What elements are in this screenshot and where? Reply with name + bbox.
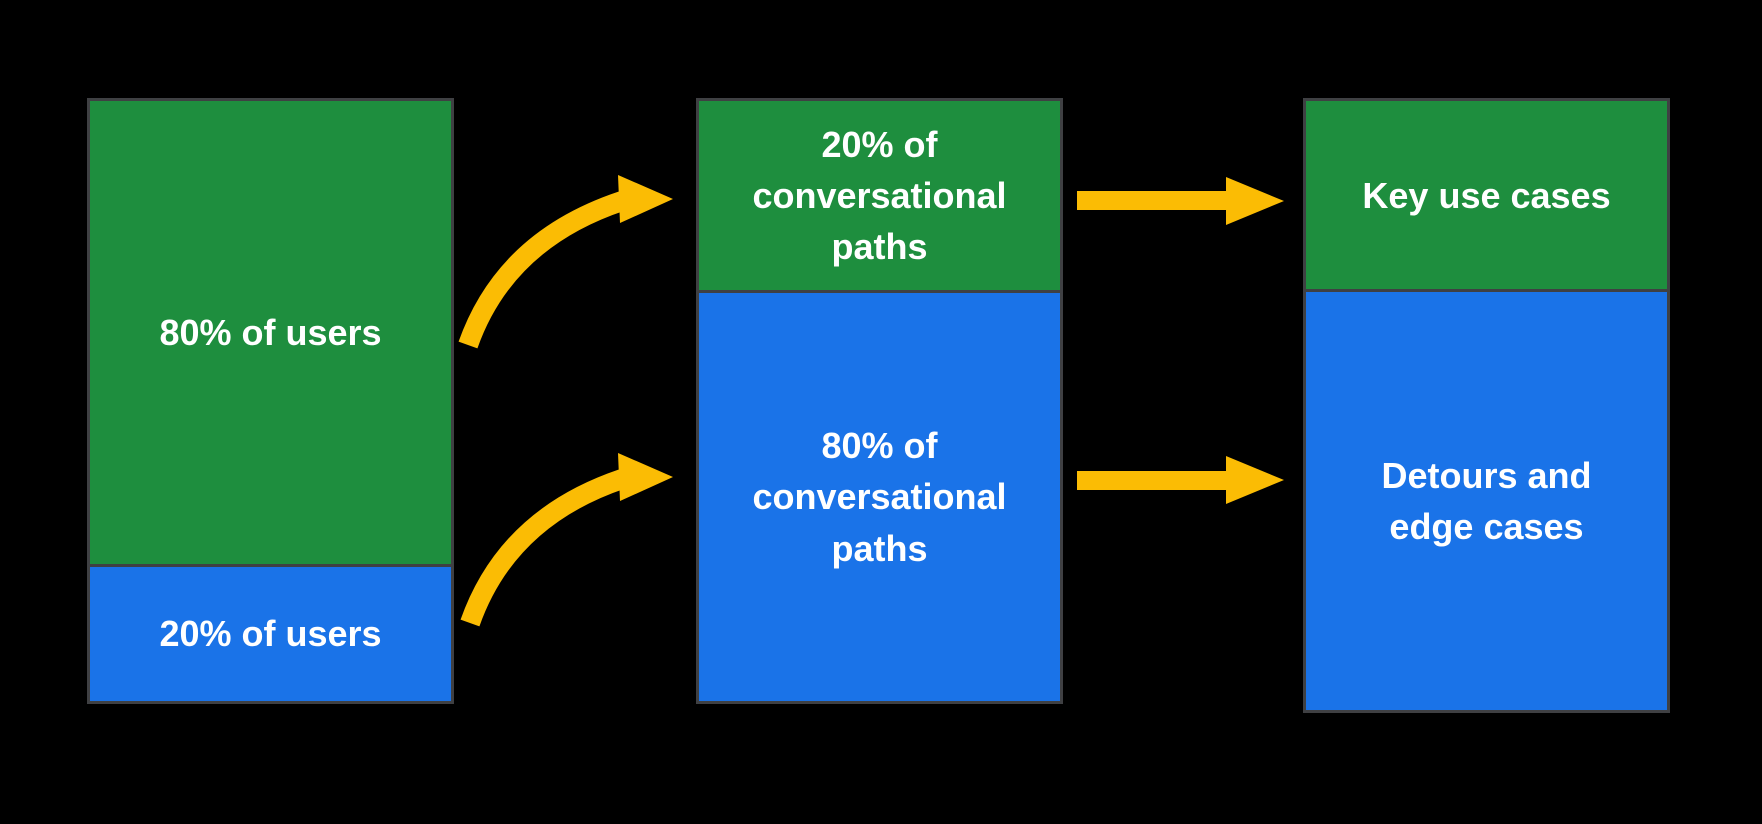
users-80-segment: 80% of users: [90, 101, 451, 564]
users-20-label: 20% of users: [159, 613, 382, 655]
key-use-cases-segment: Key use cases: [1306, 101, 1667, 290]
straight-arrow-shaft: [1077, 191, 1229, 210]
users-80-label: 80% of users: [159, 311, 382, 353]
straight-arrow-head: [1226, 456, 1284, 504]
curved-arrow-shaft: [458, 191, 626, 349]
curved-arrow-head: [618, 453, 673, 501]
curved-arrow-shaft: [460, 469, 626, 627]
curved-arrow-users80-to-paths20: [458, 175, 673, 349]
curved-arrow-users20-to-paths80: [460, 453, 673, 627]
users-bar: 80% of users 20% of users: [87, 98, 454, 704]
straight-arrow-paths20-to-keyusecases: [1077, 177, 1284, 225]
straight-arrow-head: [1226, 177, 1284, 225]
curved-arrow-head: [618, 175, 673, 223]
straight-arrow-shaft: [1077, 471, 1229, 490]
users-20-segment: 20% of users: [90, 563, 451, 701]
key-use-cases-label: Key use cases: [1362, 174, 1611, 216]
straight-arrow-paths80-to-detours: [1077, 456, 1284, 504]
